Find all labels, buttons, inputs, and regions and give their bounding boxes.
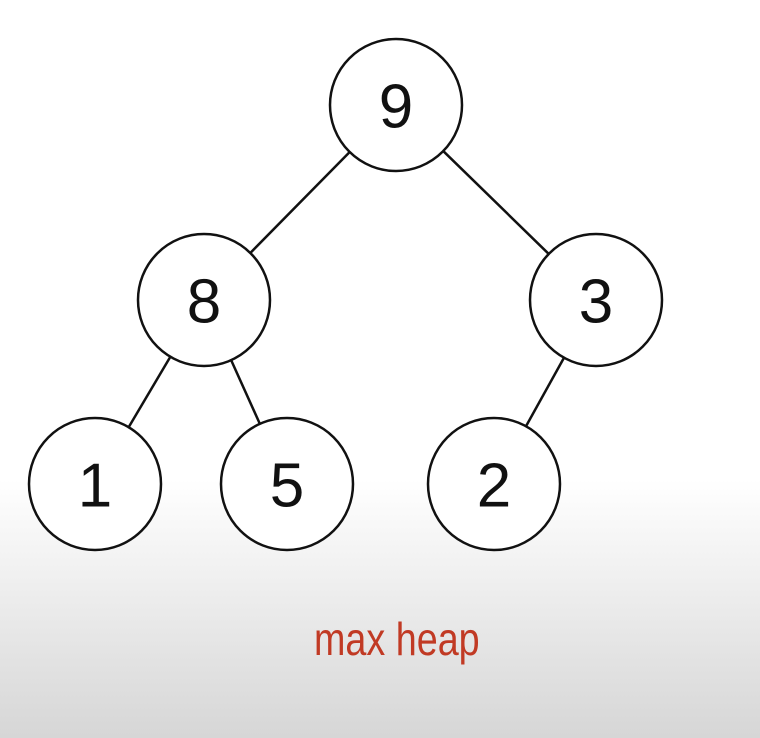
node-circle (328, 37, 464, 173)
node-circle (219, 416, 355, 552)
node-label: 1 (78, 452, 112, 521)
tree-node: 8 (136, 232, 272, 368)
tree-node: 5 (219, 416, 355, 552)
node-label: 2 (477, 452, 511, 521)
tree-node: 1 (27, 416, 163, 552)
tree-edge (442, 150, 550, 255)
node-circle (426, 416, 562, 552)
tree-node: 2 (426, 416, 562, 552)
tree-edge (229, 359, 262, 425)
node-circle (27, 416, 163, 552)
node-circle (528, 232, 664, 368)
node-circle (136, 232, 272, 368)
tree-edge (249, 151, 351, 254)
node-label: 9 (379, 73, 413, 142)
tree-edge (127, 356, 172, 428)
node-label: 8 (187, 268, 221, 337)
tree-node: 3 (528, 232, 664, 368)
caption-label: max heap (314, 613, 480, 665)
node-label: 5 (270, 452, 304, 521)
tree-edge (524, 357, 566, 427)
node-label: 3 (579, 268, 613, 337)
tree-node: 9 (328, 37, 464, 173)
